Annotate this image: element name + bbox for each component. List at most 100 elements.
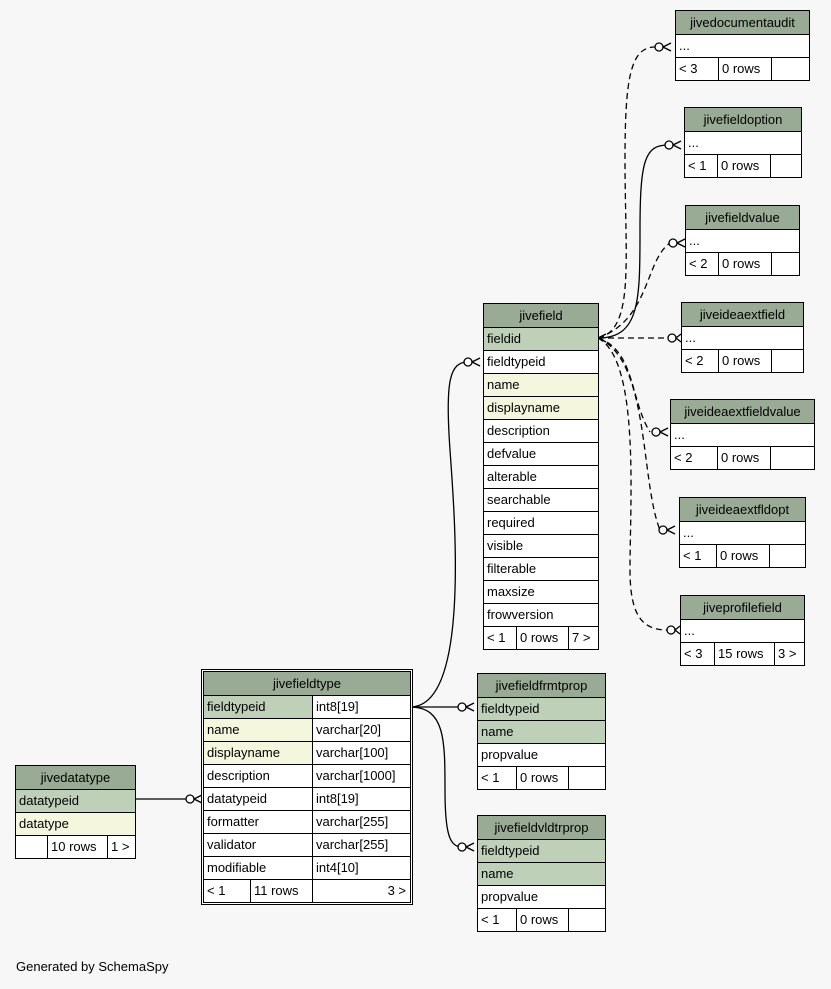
column-row: required: [484, 512, 598, 535]
table-title[interactable]: jiveideaextfield: [682, 303, 803, 327]
table-jiveideaextfield[interactable]: jiveideaextfield ... < 2 0 rows: [681, 302, 804, 373]
table-jivefieldoption[interactable]: jivefieldoption ... < 1 0 rows: [684, 107, 802, 178]
crowfoot: [465, 842, 475, 852]
edge-field-fieldvalue: [597, 242, 671, 339]
crowfoot: [672, 140, 682, 150]
footer-rows: 0 rows: [718, 350, 771, 372]
crowfoot: [193, 794, 203, 804]
column-row: fieldtypeid: [478, 698, 605, 721]
column-name: datatype: [19, 816, 69, 831]
column-row: description: [484, 420, 598, 443]
column-name: propvalue: [481, 889, 539, 904]
column-row: ...: [671, 424, 814, 447]
marker-circle: [654, 42, 664, 52]
footer-children: [771, 350, 803, 372]
table-jivedocumentaudit[interactable]: jivedocumentaudit ... < 3 0 rows: [675, 10, 810, 81]
footer-rows: 0 rows: [718, 58, 771, 80]
column-name: displayname: [487, 400, 560, 415]
column-name: required: [487, 515, 535, 530]
table-jiveideaextfldopt[interactable]: jiveideaextfldopt ... < 1 0 rows: [679, 497, 806, 568]
footer-parents: < 2: [689, 256, 708, 271]
footer-parents: < 2: [685, 353, 704, 368]
table-title[interactable]: jivefield: [484, 304, 598, 328]
table-title[interactable]: jivefieldvldtrprop: [478, 816, 605, 840]
marker-circle: [651, 427, 661, 437]
footer-children: 7 >: [568, 627, 598, 649]
table-title[interactable]: jivefieldvalue: [686, 206, 799, 230]
crowfoot: [675, 333, 682, 343]
column-name: filterable: [487, 561, 537, 576]
footer-rows: 10 rows: [47, 836, 107, 858]
column-name: maxsize: [487, 584, 535, 599]
crowfoot: [659, 427, 669, 437]
column-row: propvalue: [478, 886, 605, 909]
column-name: fieldtypeid: [207, 699, 266, 714]
column-type: int8[19]: [312, 696, 410, 718]
table-title[interactable]: jivedatatype: [16, 766, 135, 790]
table-footer: < 1 0 rows: [680, 545, 805, 567]
column-name: modifiable: [207, 860, 267, 875]
column-row: searchable: [484, 489, 598, 512]
marker-circle: [185, 794, 195, 804]
table-footer: < 3 0 rows: [676, 58, 809, 80]
table-title[interactable]: jivedocumentaudit: [676, 11, 809, 35]
footer-children: 1 >: [107, 836, 135, 858]
footer-rows: 0 rows: [516, 767, 568, 789]
table-jiveideaextfieldvalue[interactable]: jiveideaextfieldvalue ... < 2 0 rows: [670, 399, 815, 470]
table-footer: 10 rows 1 >: [16, 836, 135, 858]
column-name: name: [487, 377, 520, 392]
edge-field-documentaudit: [597, 46, 656, 339]
table-title[interactable]: jivefieldtype: [204, 672, 410, 696]
column-row: alterable: [484, 466, 598, 489]
footer-parents: < 1: [481, 912, 500, 927]
marker-circle: [658, 525, 668, 535]
footer-rows: 11 rows: [250, 880, 312, 902]
crowfoot: [465, 702, 475, 712]
table-title[interactable]: jiveideaextfldopt: [680, 498, 805, 522]
generated-by-label: Generated by SchemaSpy: [16, 959, 169, 974]
footer-children: [568, 767, 605, 789]
column-name: ...: [685, 330, 696, 345]
table-jivefieldvldtrprop[interactable]: jivefieldvldtrprop fieldtypeid name prop…: [477, 815, 606, 932]
column-name: formatter: [207, 814, 260, 829]
column-type: varchar[20]: [312, 719, 410, 741]
table-title[interactable]: jivefieldoption: [685, 108, 801, 132]
column-name: name: [481, 724, 514, 739]
footer-parents: < 1: [207, 883, 226, 898]
footer-children: [770, 447, 814, 469]
table-jiveprofilefield[interactable]: jiveprofilefield ... < 3 15 rows 3 >: [680, 595, 805, 666]
column-row: visible: [484, 535, 598, 558]
column-type: int8[19]: [312, 788, 410, 810]
table-jivedatatype[interactable]: jivedatatype datatypeid datatype 10 rows…: [15, 765, 136, 859]
footer-rows: 0 rows: [716, 545, 769, 567]
footer-rows: 0 rows: [718, 253, 771, 275]
column-row: fieldtypeid: [478, 840, 605, 863]
table-title[interactable]: jiveprofilefield: [681, 596, 804, 620]
footer-children: [770, 155, 801, 177]
table-footer: < 2 0 rows: [682, 350, 803, 372]
table-jivefieldvalue[interactable]: jivefieldvalue ... < 2 0 rows: [685, 205, 800, 276]
marker-circle: [666, 625, 676, 635]
column-type: varchar[255]: [312, 811, 410, 833]
table-footer: < 2 0 rows: [671, 447, 814, 469]
edge-field-ideaextfldopt: [597, 337, 661, 531]
column-name: datatypeid: [19, 793, 79, 808]
column-name: fieldid: [487, 331, 521, 346]
column-row: name: [484, 374, 598, 397]
table-title[interactable]: jiveideaextfieldvalue: [671, 400, 814, 424]
column-row: ...: [680, 522, 805, 545]
column-row: fieldtypeid: [484, 351, 598, 374]
table-title[interactable]: jivefieldfrmtprop: [478, 674, 605, 698]
column-name: ...: [679, 38, 690, 53]
edge-field-fieldoption: [597, 144, 669, 339]
table-jivefieldfrmtprop[interactable]: jivefieldfrmtprop fieldtypeid name propv…: [477, 673, 606, 790]
table-jivefield[interactable]: jivefield fieldid fieldtypeid name displ…: [483, 303, 599, 650]
column-row: name: [478, 863, 605, 886]
column-row: defvalue: [484, 443, 598, 466]
column-row: frowversion: [484, 604, 598, 627]
column-row: propvalue: [478, 744, 605, 767]
